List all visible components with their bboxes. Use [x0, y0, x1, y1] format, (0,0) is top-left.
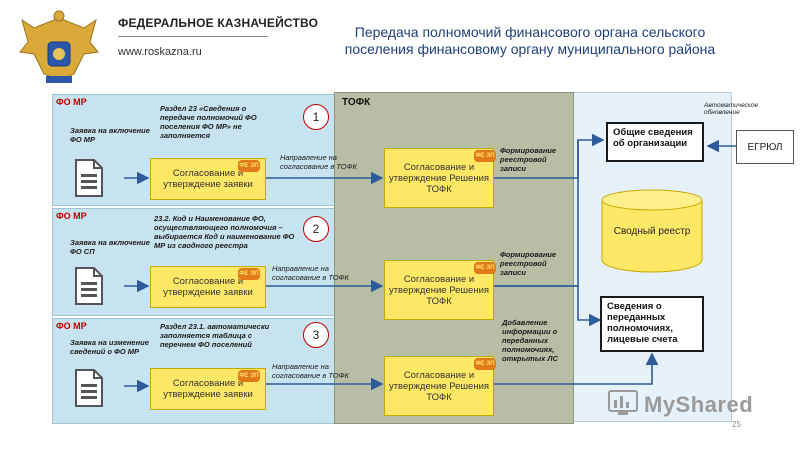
row-1-fo-label: ФО МР — [56, 97, 87, 107]
logo-url: www.roskazna.ru — [118, 46, 202, 58]
step-2-badge: 2 — [303, 216, 329, 242]
row-2-request-label: Заявка на включение ФО СП — [70, 238, 150, 256]
row-3-request-label: Заявка на изменение сведений о ФО МР — [70, 338, 149, 356]
row-1-request-label: Заявка на включение ФО МР — [70, 126, 150, 144]
coat-of-arms-logo — [14, 8, 104, 88]
title-line-2: поселения финансовому органу муниципальн… — [344, 41, 716, 57]
step-1-badge: 1 — [303, 104, 329, 130]
row-3-approve-request: Согласование и утверждение заявки — [150, 368, 266, 410]
summary-registry-label: Сводный реестр — [613, 226, 691, 237]
row-3-document-icon — [74, 368, 104, 408]
watermark-text: MyShared — [644, 392, 754, 417]
row-2-tofk-stamp: ФЕ ЭП — [474, 262, 496, 274]
tofk-heading: ТОФК — [342, 97, 371, 108]
row-1-section-note: Раздел 23 «Сведения о передаче полномочи… — [160, 104, 257, 140]
row-2-document-icon — [74, 266, 104, 306]
row-2-result-label: Формирование реестровой записи — [500, 250, 557, 277]
logo-divider — [118, 36, 268, 37]
row-3-section-note: Раздел 23.1. автоматически заполняется т… — [160, 322, 270, 349]
row-1-tofk-decision: Согласование и утверждение Решения ТОФК — [384, 148, 494, 208]
summary-registry-cylinder — [600, 188, 704, 274]
row-1-signature-stamp: ФЕ ЭП — [238, 160, 260, 172]
row-3-fo-label: ФО МР — [56, 321, 87, 331]
slide-title: Передача полномочий финансового органа с… — [300, 24, 760, 58]
row-1-result-label: Формирование реестровой записи — [500, 146, 557, 173]
row-3-direction-label: Направление на согласование в ТОФК — [272, 362, 349, 380]
page-number: 25 — [732, 420, 741, 429]
row-3-result-label: Добавление информации о переданных полно… — [502, 318, 558, 363]
step-3-badge: 3 — [303, 322, 329, 348]
row-3-signature-stamp: ФЕ ЭП — [238, 370, 260, 382]
row-1-tofk-stamp: ФЕ ЭП — [474, 150, 496, 162]
title-line-1: Передача полномочий финансового органа с… — [354, 24, 706, 40]
egrul-box: ЕГРЮЛ — [736, 130, 794, 164]
row-2-fo-label: ФО МР — [56, 211, 87, 221]
transferred-info-box: Сведения о переданных полномочиях, лицев… — [600, 296, 704, 352]
logo-title: ФЕДЕРАЛЬНОЕ КАЗНАЧЕЙСТВО — [118, 16, 319, 30]
row-1-document-icon — [74, 158, 104, 198]
auto-update-label: Автоматическое обновление — [704, 102, 759, 116]
row-2-signature-stamp: ФЕ ЭП — [238, 268, 260, 280]
row-2-direction-label: Направление на согласование в ТОФК — [272, 264, 349, 282]
general-info-box: Общие сведения об организации — [606, 122, 704, 162]
row-2-section-note: 23.2. Код и Наименование ФО, осуществляю… — [154, 214, 295, 250]
row-3-tofk-stamp: ФЕ ЭП — [474, 358, 496, 370]
watermark-logo-icon — [608, 390, 638, 416]
row-1-direction-label: Направление на согласование в ТОФК — [280, 153, 357, 171]
